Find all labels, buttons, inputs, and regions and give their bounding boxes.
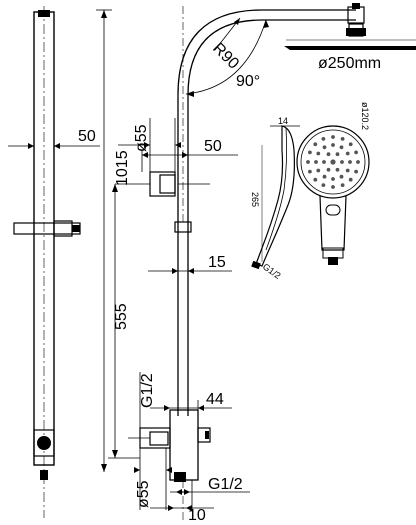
nozzle-dot [322, 160, 326, 164]
nozzle-dot [313, 142, 318, 147]
nozzle-dot [340, 160, 344, 164]
nozzle-dot [316, 168, 321, 173]
inlet-knob [37, 436, 51, 450]
handset-head-diameter-label: ø120.2 [360, 102, 370, 130]
nozzle-dot [321, 137, 326, 141]
mode-button [325, 204, 341, 216]
bottom-offset-label: 10 [188, 507, 206, 524]
handset-side-body [255, 125, 295, 267]
mixer-body [169, 409, 199, 481]
nozzle-dot [326, 152, 331, 157]
nozzle-dot [322, 174, 327, 179]
nozzle-dot [331, 143, 335, 147]
nozzle-dot [354, 150, 358, 155]
nozzle-dot [308, 150, 312, 155]
nozzle-dot [313, 177, 318, 182]
inlet-thread-left-label: G1/2 [139, 373, 156, 408]
handset-thread [251, 260, 261, 270]
nozzle-dot [330, 159, 336, 165]
mixer-width-label: 44 [206, 391, 224, 408]
nozzle-dot [339, 174, 344, 179]
nozzle-dot [348, 160, 352, 164]
nozzle-dot [321, 183, 326, 188]
handset-holder [13, 222, 81, 235]
nozzle-dot [316, 151, 321, 156]
nozzle-dot [339, 145, 344, 150]
bar-width-label: 50 [78, 128, 96, 145]
nozzle-dot [354, 169, 358, 174]
angle-label: 90° [236, 73, 260, 90]
nozzle-dot [345, 168, 350, 173]
nozzle-dot [335, 167, 340, 172]
nozzle-dot [345, 151, 350, 156]
handset-length-label: 265 [250, 192, 260, 207]
nozzle-dot [331, 135, 335, 139]
nozzle-dot [322, 145, 327, 150]
slide-clamp [174, 221, 192, 233]
handset-width-label: 14 [278, 116, 288, 126]
pipe-width-label: 15 [208, 254, 226, 271]
elbow-offset-label: 50 [204, 138, 222, 155]
spray-nozzles [306, 135, 360, 189]
hand-shower-front-view: ø120.2 [296, 102, 370, 265]
handset-thread-label: G1/2 [261, 261, 283, 280]
wall-elbow-upper [149, 171, 176, 197]
nozzle-dot [306, 160, 310, 164]
radius-label: R90 [209, 40, 242, 73]
nozzle-dot [335, 152, 340, 157]
handset-handle [319, 195, 347, 251]
side-elevation-view: 50 [8, 6, 100, 518]
slide-height-label: 555 [113, 303, 130, 330]
rain-shower-head [284, 46, 416, 50]
top-cap [38, 10, 50, 17]
nozzle-dot [340, 183, 345, 188]
nozzle-dot [348, 142, 353, 147]
nozzle-dot [356, 160, 360, 164]
inlet-thread-bottom-label: G1/2 [208, 476, 243, 493]
bottom-cap [40, 470, 48, 480]
nozzle-dot [308, 169, 312, 174]
curved-riser-pipe [177, 9, 356, 230]
mixer-diameter-label: ø55 [135, 480, 152, 508]
nozzle-dot [331, 185, 335, 189]
nozzle-dot [331, 177, 335, 181]
nozzle-dot [340, 137, 345, 141]
nozzle-dot [348, 177, 353, 182]
hand-shower-side-view: 14 265 G1/2 [250, 116, 300, 281]
nozzle-dot [314, 160, 318, 164]
nozzle-dot [326, 167, 331, 172]
total-height-label: 1015 [114, 150, 131, 186]
elbow-diameter-label: ø55 [133, 124, 150, 152]
handset-face [296, 125, 370, 199]
head-diameter-label: ø250mm [318, 55, 381, 72]
